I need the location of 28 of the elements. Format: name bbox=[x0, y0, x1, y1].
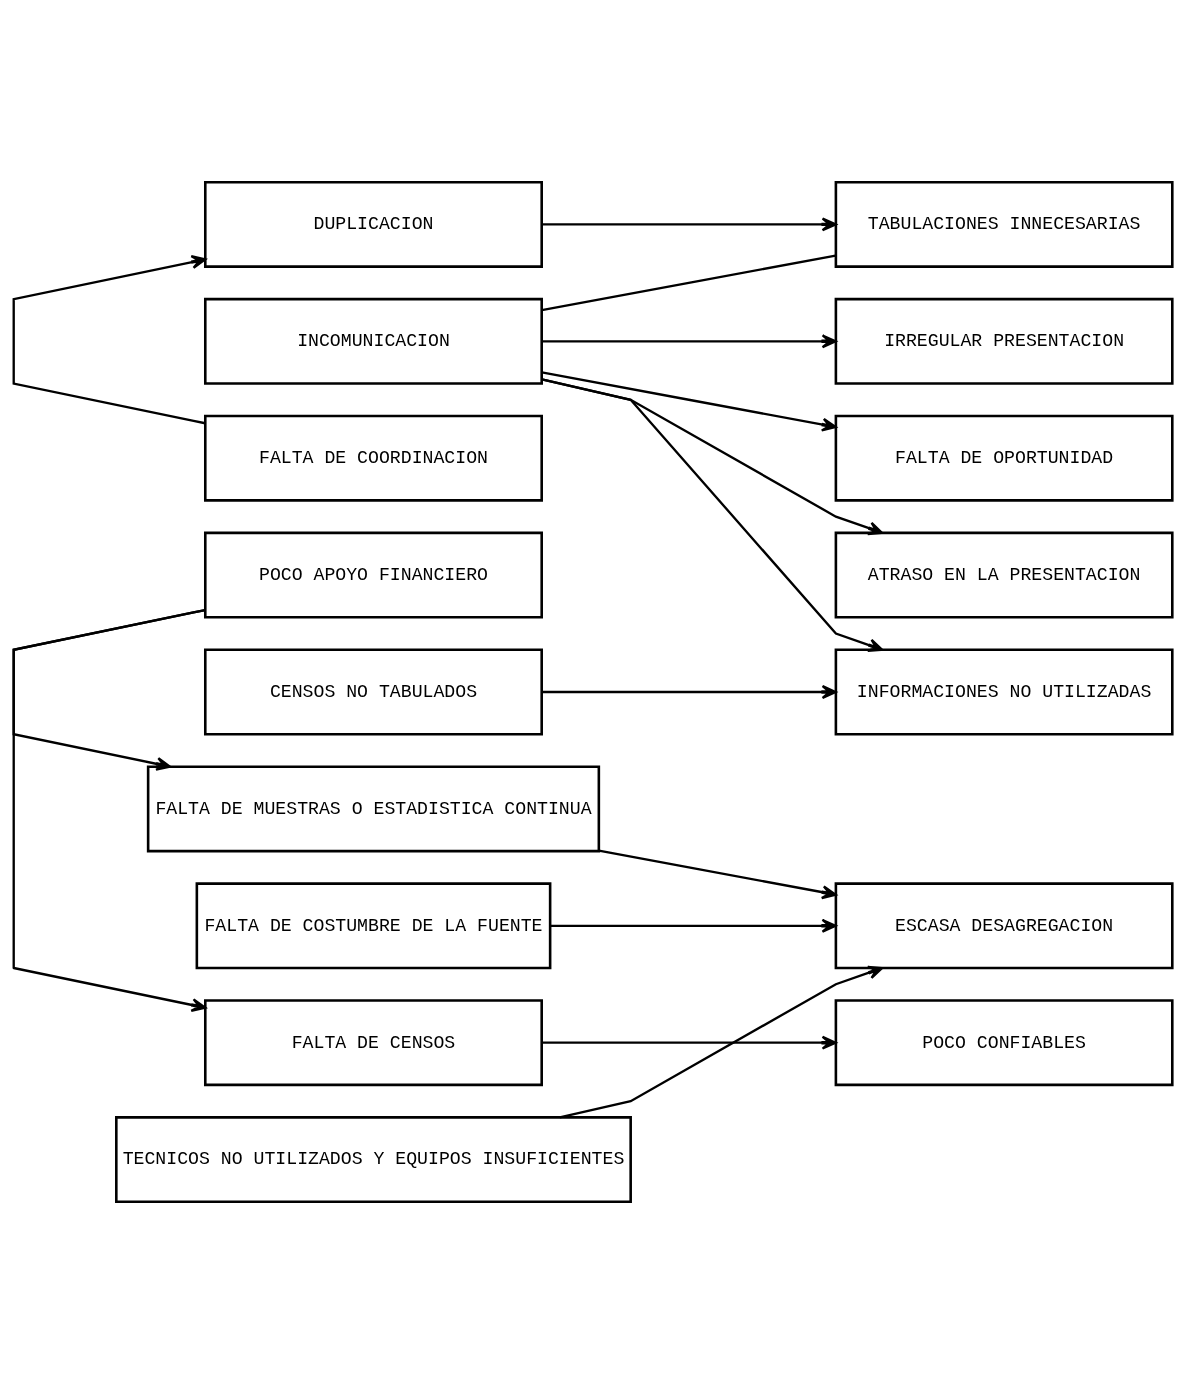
arrow bbox=[12, 255, 207, 425]
node-box: FALTA DE OPORTUNIDAD bbox=[834, 414, 1174, 502]
arrow bbox=[541, 217, 837, 232]
node-box: FALTA DE COSTUMBRE DE LA FUENTE bbox=[195, 882, 552, 970]
node-box: ESCASA DESAGREGACION bbox=[834, 882, 1174, 970]
node-box: POCO CONFIABLES bbox=[834, 999, 1174, 1087]
arrow bbox=[12, 608, 207, 1012]
node-box: ATRASO EN LA PRESENTACION bbox=[834, 531, 1174, 619]
node-box: INFORMACIONES NO UTILIZADAS bbox=[834, 648, 1174, 736]
arrow bbox=[550, 918, 837, 933]
node-box: INCOMUNICACION bbox=[204, 297, 543, 385]
arrow bbox=[541, 1035, 837, 1050]
node-box: FALTA DE COORDINACION bbox=[204, 414, 543, 502]
arrow bbox=[541, 334, 837, 349]
node-box: POCO APOYO FINANCIERO bbox=[204, 531, 543, 619]
connector bbox=[541, 254, 836, 312]
arrow bbox=[541, 371, 837, 432]
node-box: FALTA DE MUESTRAS O ESTADISTICA CONTINUA bbox=[146, 765, 601, 853]
node-box: TECNICOS NO UTILIZADOS Y EQUIPOS INSUFICIENTES bbox=[115, 1116, 632, 1204]
node-box: FALTA DE CENSOS bbox=[204, 999, 543, 1087]
node-box: DUPLICACION bbox=[204, 180, 543, 268]
arrow bbox=[541, 685, 837, 699]
node-box: IRREGULAR PRESENTACION bbox=[834, 297, 1174, 385]
arrow bbox=[559, 965, 884, 1119]
arrow bbox=[541, 378, 884, 653]
node-box: CENSOS NO TABULADOS bbox=[204, 648, 543, 736]
arrow bbox=[598, 849, 837, 900]
node-box: TABULACIONES INNECESARIAS bbox=[834, 180, 1174, 268]
